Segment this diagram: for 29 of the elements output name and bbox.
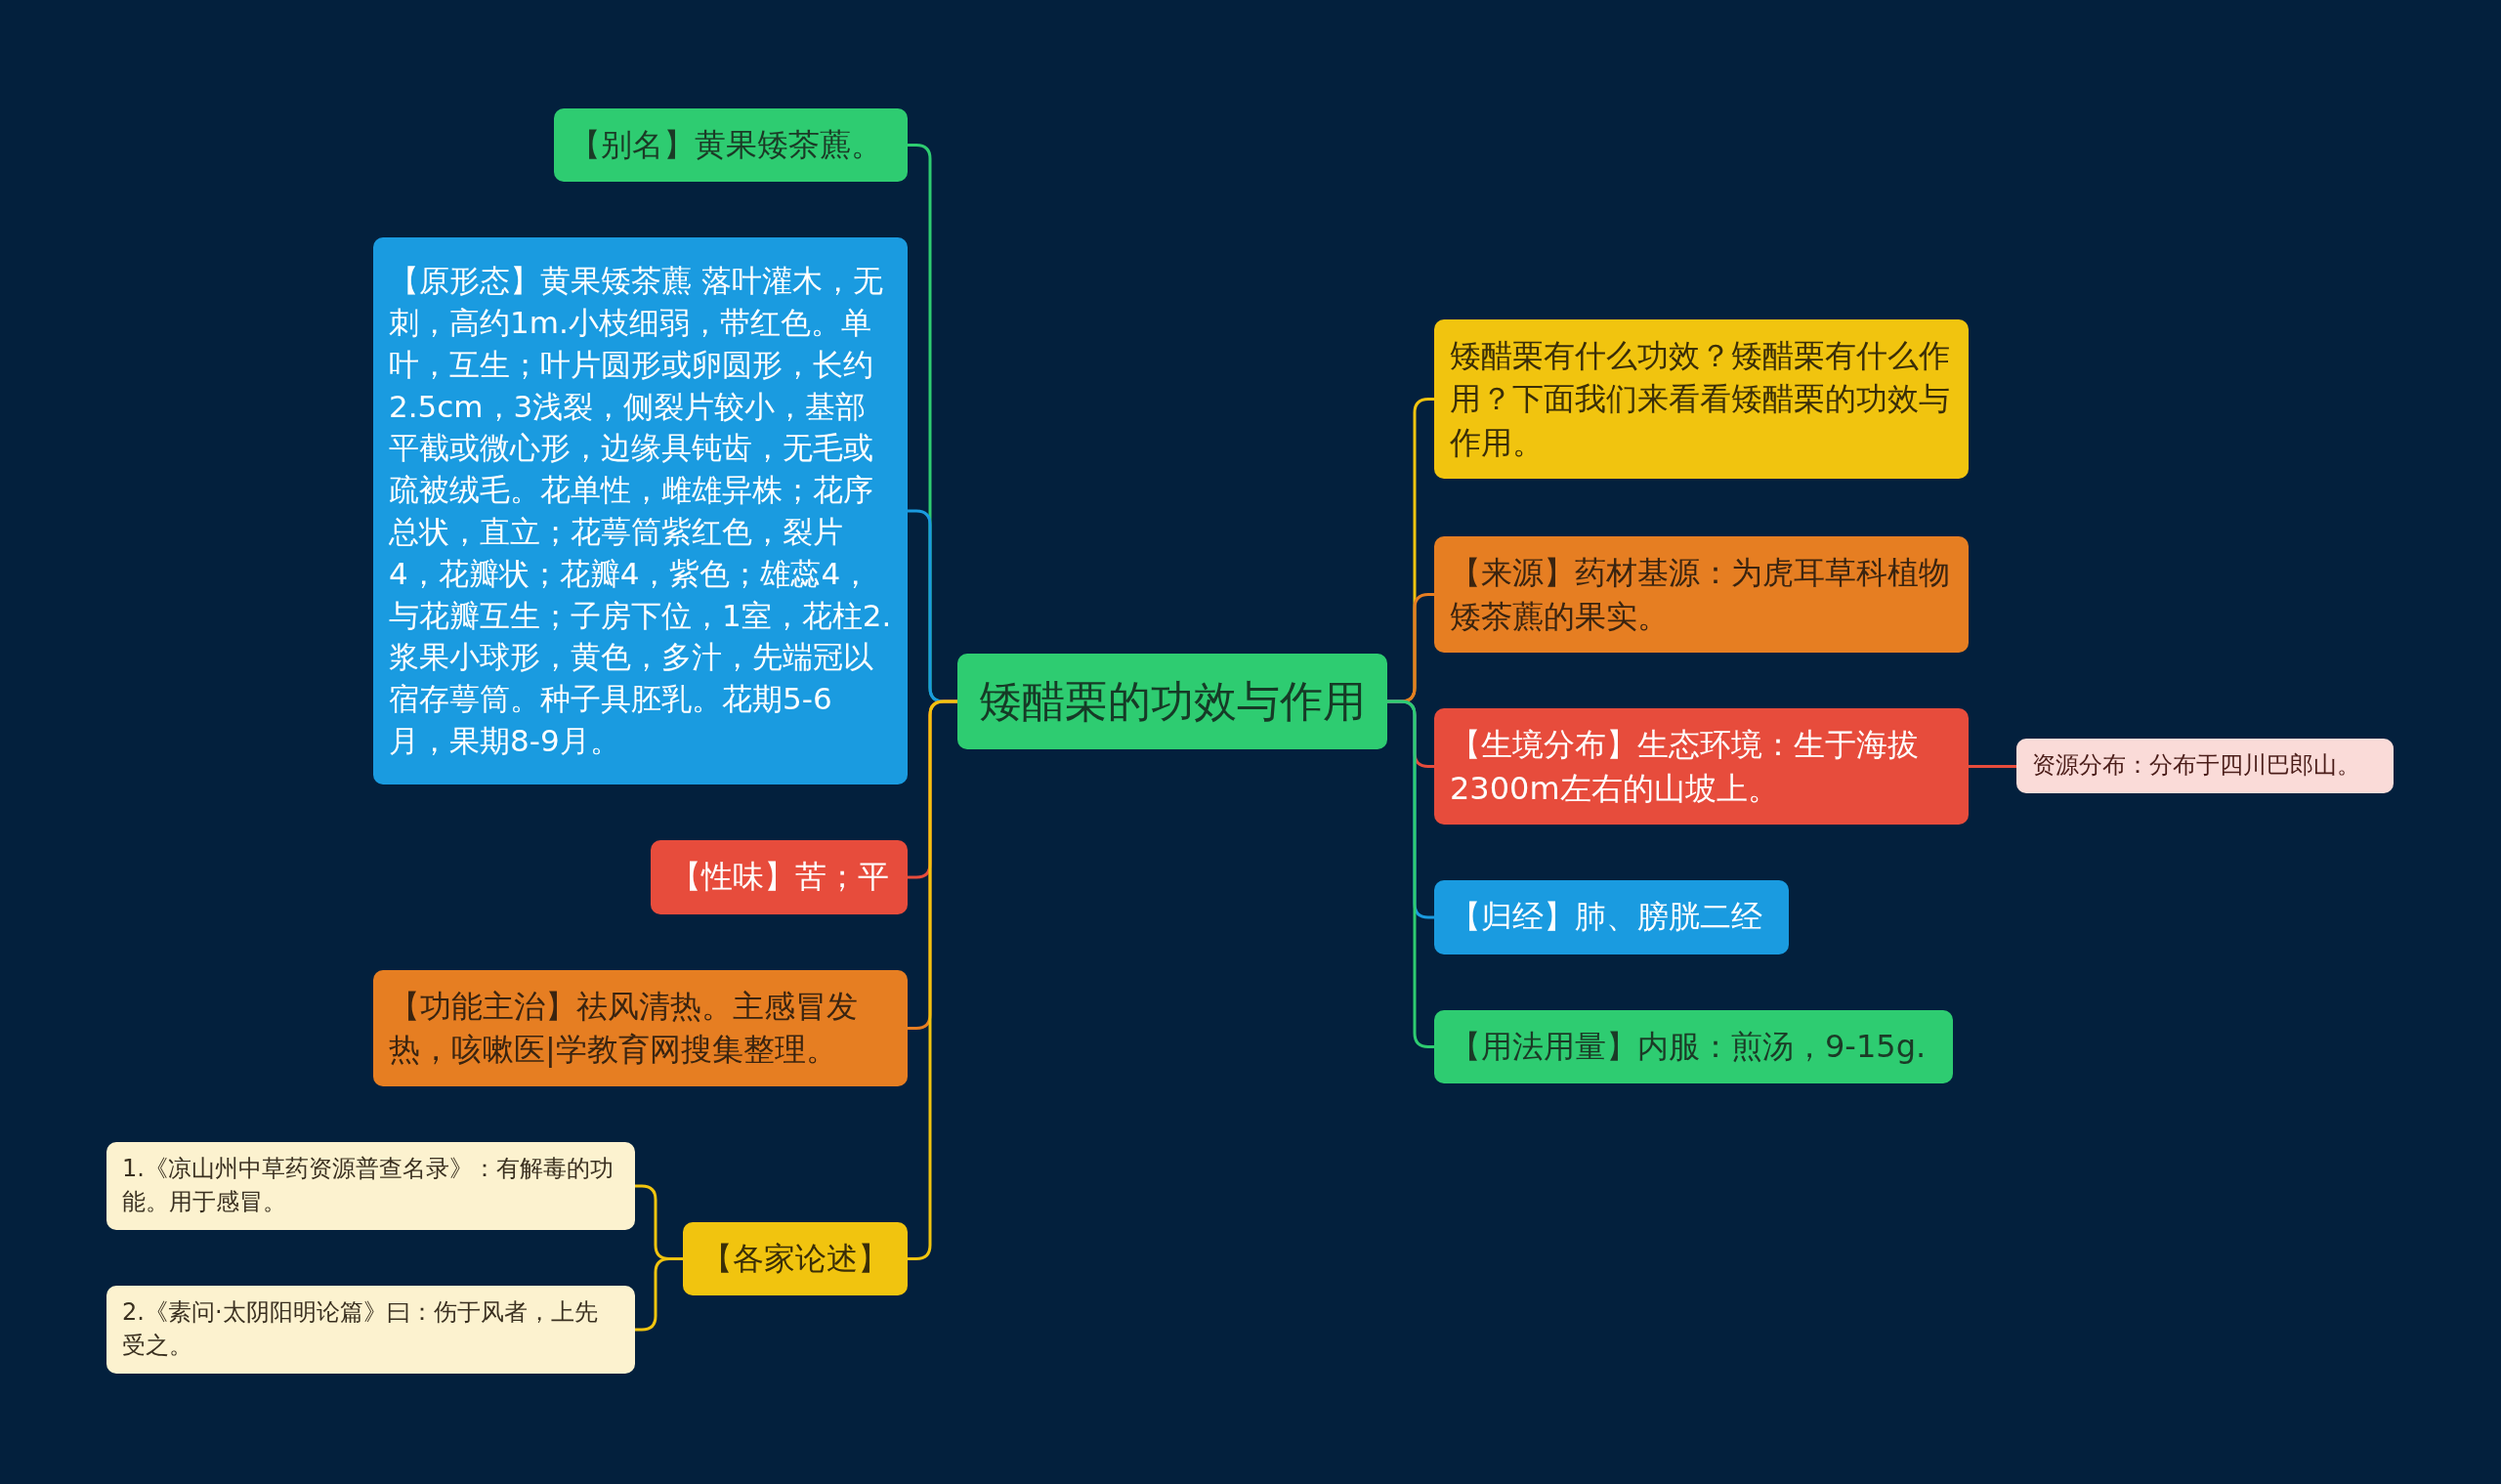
topic-text: 矮醋栗的功效与作用 bbox=[979, 675, 1366, 729]
topic-text: 【归经】肺、膀胱二经 bbox=[1450, 897, 1762, 938]
topic-box bbox=[651, 840, 908, 914]
topic-box bbox=[1434, 536, 1969, 653]
topic-text: 2.《素问·太阴阳明论篇》曰：伤于风者，上先受之。 bbox=[122, 1297, 599, 1361]
central-topic bbox=[957, 654, 1387, 749]
topic-text: 【功能主治】祛风清热。主感冒发热，咳嗽医|学教育网搜集整理。 bbox=[389, 987, 859, 1070]
topic-text: 1.《凉山州中草药资源普查名录》：有解毒的功能。用于感冒。 bbox=[122, 1154, 615, 1217]
topic-text: 矮醋栗有什么功效？矮醋栗有什么作用？下面我们来看看矮醋栗的功效与作用。 bbox=[1450, 336, 1951, 463]
topic-box bbox=[1434, 319, 1969, 479]
topic-text: 【性味】苦；平 bbox=[669, 857, 889, 898]
topic-text: 【各家论述】 bbox=[701, 1238, 889, 1279]
topic-box bbox=[106, 1286, 635, 1374]
topic-text: 【来源】药材基源：为虎耳草科植物矮茶藨的果实。 bbox=[1450, 553, 1951, 637]
topic-box bbox=[106, 1142, 635, 1230]
topic-text: 【原形态】黄果矮茶藨 落叶灌木，无刺，高约1m.小枝细弱，带红色。单叶，互生；叶片圆形或卵圆形，长约2.5cm，3浅裂，侧裂片较小，基部平截或微心形，边缘具钝齿，无毛或疏被绒毛。花单性，雌雄异株；花序总状，直立；花萼筒紫红色，裂片4，花瓣状；花瓣4，紫色；雄蕊4，与花瓣互生；子房下位，1室，花柱2.浆果小球形，黄色，多汁，先端冠以宿存萼筒。种子具胚乳。花期5-6月，果期8-9月。 bbox=[389, 262, 892, 760]
topic-box bbox=[1434, 708, 1969, 825]
branch-line bbox=[1969, 765, 2016, 768]
topic-text: 资源分布：分布于四川巴郎山。 bbox=[2032, 750, 2360, 782]
topic-box bbox=[683, 1222, 908, 1295]
topic-box bbox=[554, 108, 908, 182]
topic-text: 【用法用量】内服：煎汤，9-15g. bbox=[1450, 1026, 1927, 1067]
topic-box bbox=[1434, 1010, 1953, 1083]
topic-box bbox=[1434, 880, 1789, 954]
topic-text: 【生境分布】生态环境：生于海拔2300m左右的山坡上。 bbox=[1450, 725, 1920, 809]
topic-box bbox=[2016, 739, 2394, 793]
branch-line bbox=[908, 700, 957, 1260]
topic-box bbox=[373, 970, 908, 1086]
topic-text: 【别名】黄果矮茶藨。 bbox=[570, 124, 882, 165]
